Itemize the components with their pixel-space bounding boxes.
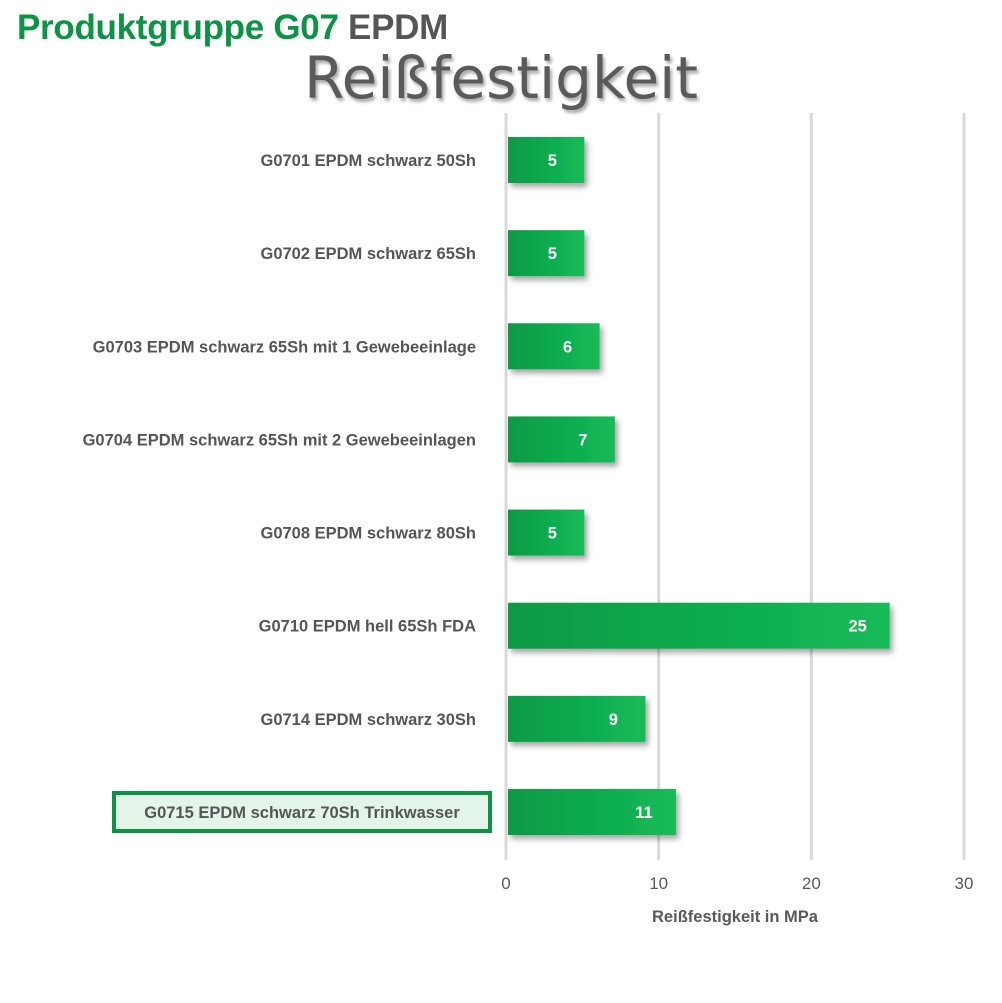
product-group-label: Produktgruppe G07 (17, 8, 339, 47)
category-label: G0710 EPDM hell 65Sh FDA (259, 618, 476, 636)
data-label: 5 (548, 245, 557, 263)
category-label: G0714 EPDM schwarz 30Sh (260, 711, 476, 729)
category-label: G0704 EPDM schwarz 65Sh mit 2 Gewebeeinl… (83, 431, 476, 449)
bar (508, 695, 646, 742)
bar (508, 509, 585, 556)
chart-title: Reißfestigkeit (303, 44, 699, 112)
data-label: 25 (848, 618, 866, 636)
data-label: 5 (548, 152, 557, 170)
x-tick-label-10: 10 (649, 874, 668, 893)
material-label: EPDM (348, 8, 448, 47)
category-label: G0715 EPDM schwarz 70Sh Trinkwasser (144, 804, 460, 822)
x-tick-label-0: 0 (501, 874, 510, 893)
product-group-header: Produktgruppe G07 EPDM (17, 8, 448, 48)
bar (508, 230, 585, 277)
x-tick-label-20: 20 (802, 874, 821, 893)
data-label: 11 (635, 804, 652, 822)
category-label: G0701 EPDM schwarz 50Sh (260, 152, 476, 170)
x-axis-title: Reißfestigkeit in MPa (652, 908, 819, 926)
category-label: G0703 EPDM schwarz 65Sh mit 1 Gewebeeinl… (93, 338, 476, 356)
grid-lines (504, 113, 966, 860)
highlight-box (112, 791, 492, 833)
bar (508, 789, 676, 835)
bars: 5 5 6 7 5 25 9 11 (508, 137, 890, 835)
x-tick-label-30: 30 (955, 874, 974, 893)
bar (508, 137, 585, 183)
x-axis-ticks: 0 10 20 30 (501, 874, 973, 893)
bar (508, 323, 600, 370)
bar (508, 602, 890, 649)
data-label: 7 (578, 431, 587, 449)
bar (508, 416, 615, 463)
data-label: 9 (609, 711, 618, 729)
category-label: G0702 EPDM schwarz 65Sh (260, 245, 476, 263)
category-label: G0708 EPDM schwarz 80Sh (260, 525, 476, 543)
data-label: 5 (548, 525, 557, 543)
data-label: 6 (563, 338, 572, 356)
